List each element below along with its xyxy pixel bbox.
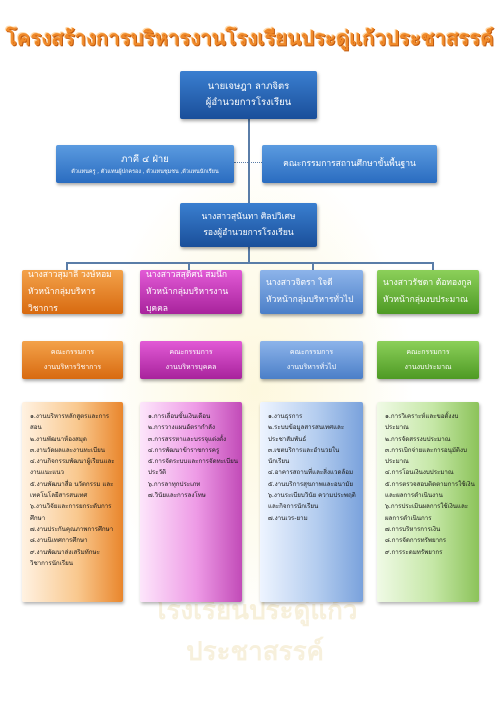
tasks-academic: ๑.งานบริหารหลักสูตรและการสอน ๒.งานพัฒนาห… [22,402,123,602]
dept-head-name: นางสาวสสุดิศน์ สมนึก [146,269,228,280]
committee-line2: งานงบประมาณ [404,363,452,371]
director-position: ผู้อำนวยการโรงเรียน [205,97,292,108]
task-item: ๓.งานวัดผลและงานทะเบียน [30,446,105,454]
task-item: ๕.การตรวจสอบติดตามการใช้เงินและผลการดำเน… [385,480,475,500]
task-item: ๖.งานระเบียบวินัย ความประพฤติและกิจการนั… [268,492,356,511]
committee-academic: คณะกรรมการ งานบริหารวิชาการ [22,341,123,379]
task-item: ๗.งานประกันคุณภาพการศึกษา [30,525,114,533]
deputy-box: นางสาวสุนันทา ศิลปวิเศษ รองผู้อำนวยการโร… [180,203,317,247]
dept-head-general: นางสาวจิตรา ใจดี หัวหน้ากลุ่มบริหารทั่วไ… [260,270,363,314]
task-item: ๑.งานธุรการ [268,413,303,420]
task-item: ๓.การเบิกจ่ายและการอนุมัติงบประมาณ [385,446,467,466]
network-title: ภาคี ๔ ฝ่าย [121,153,169,165]
network-members: ตัวแทนครู , ตัวแทนผู้ปกครอง , ตัวแทนชุมช… [71,168,219,175]
tasks-general: ๑.งานธุรการ ๒.ระบบข้อมูลสารสนเทศและประชา… [260,402,363,602]
connector-dept-1 [66,262,68,270]
task-item: ๔.งานกิจกรรมพัฒนาผู้เรียนและงานแนะแนว [30,458,115,477]
task-item: ๔.การโอนเงินงบประมาณ [385,469,454,477]
task-item: ๒.การจัดสรรงบประมาณ [385,435,451,443]
committee-line2: งานบริหารบุคคล [165,363,217,371]
dept-head-name: นางสาวรัชดา ต้อทองกูล [383,278,472,288]
dept-head-position: หัวหน้ากลุ่มงบประมาณ [383,295,468,305]
network-box: ภาคี ๔ ฝ่าย ตัวแทนครู , ตัวแทนผู้ปกครอง … [56,145,234,183]
task-item: ๕.งานบริการสุขภาพและอนามัย [268,480,354,488]
school-board-box: คณะกรรมการสถานศึกษาขั้นพื้นฐาน [262,145,437,183]
task-item: ๖.การประเมินผลการใช้เงินและผลการดำเนินกา… [385,503,469,522]
task-item: ๑.งานบริหารหลักสูตรและการสอน [30,413,110,432]
task-item: ๖.งานวิจัยและการยกระดับการศึกษา [30,503,112,522]
task-item: ๕.งานพัฒนาสื่อ นวัตกรรม และเทคโนโลยีสารส… [30,480,114,500]
connector-network-dotted [234,162,262,163]
dept-head-position: หัวหน้ากลุ่มบริหารวิชาการ [28,286,96,314]
tasks-personnel: ๑.การเลื่อนขั้นเงินเดือน ๒.การวางแผนอัตร… [140,402,242,602]
committee-personnel: คณะกรรมการ งานบริหารบุคคล [140,341,242,379]
deputy-name: นางสาวสุนันทา ศิลปวิเศษ [201,212,296,222]
task-item: ๓.การสรรหาและบรรจุแต่งตั้ง [148,435,227,443]
task-item: ๗.วินัยและการลงโทษ [148,492,206,500]
task-item: ๘.งานนิเทศการศึกษา [30,537,88,545]
dept-head-name: นางสาวจิตรา ใจดี [266,278,333,288]
deputy-position: รองผู้อำนวยการโรงเรียน [203,228,294,238]
committee-line2: งานบริหารทั่วไป [286,363,337,371]
page-title: โครงสร้างการบริหารงานโรงเรียนประดู่แก้วป… [6,26,494,50]
task-item: ๗.งานเวร-ยาม [268,514,308,522]
task-item: ๘.การจัดการทรัพยากร [385,537,447,545]
task-item: ๒.ระบบข้อมูลสารสนเทศและประชาสัมพันธ์ [268,424,345,443]
tasks-budget: ๑.การวิเคราะห์และขอตั้งงบประมาณ ๒.การจัด… [377,402,479,602]
connector-dept-3 [312,262,314,270]
task-item: ๖.การลาทุกประเภท [148,480,201,488]
watermark-text: โรงเรียนประดู่แก้วประชาสรรค์ [152,596,358,667]
connector-dept-2 [188,262,190,270]
committee-line1: คณะกรรมการ [289,348,334,356]
task-item: ๙.งานพัฒนาส่งเสริมทักษะวิชาการนักเรียน [30,548,100,567]
committee-general: คณะกรรมการ งานบริหารทั่วไป [260,341,363,379]
dept-head-personnel: นางสาวสสุดิศน์ สมนึก หัวหน้ากลุ่มบริหารง… [140,270,242,314]
connector-deputy-down [248,247,250,263]
task-item: ๒.งานพัฒนาห้องสมุด [30,435,87,443]
committee-budget: คณะกรรมการ งานงบประมาณ [377,341,479,379]
committee-line1: คณะกรรมการ [169,348,213,356]
connector-horizontal [66,262,434,264]
director-name: นายเจษฎา ลาภจิตร [207,81,290,92]
task-item: ๔.อาคารสถานที่และสิ่งแวดล้อม [268,469,354,477]
task-item: ๓.เชตบริการและอำนวยในนักเรียน [268,446,340,466]
task-item: ๗.การบริหารการเงิน [385,525,441,533]
task-item: ๑.การเลื่อนขั้นเงินเดือน [148,413,211,420]
committee-line1: คณะกรรมการ [406,348,450,356]
committee-line1: คณะกรรมการ [50,348,95,356]
dept-head-position: หัวหน้ากลุ่มบริหารงานบุคคล [146,286,229,314]
dept-head-academic: นางสาวสุมาลี วงษ์หอม หัวหน้ากลุ่มบริหารว… [22,270,123,314]
task-item: ๕.การจัดระบบและการจัดทะเบียนประวัติ [148,458,238,477]
task-item: ๙.การระดมทรัพยากร [385,548,443,556]
director-box: นายเจษฎา ลาภจิตร ผู้อำนวยการโรงเรียน [180,71,317,119]
task-item: ๒.การวางแผนอัตรากำลัง [148,424,215,432]
task-item: ๑.การวิเคราะห์และขอตั้งงบประมาณ [385,413,459,432]
school-board-label: คณะกรรมการสถานศึกษาขั้นพื้นฐาน [283,159,416,169]
task-item: ๔.การพัฒนาข้าราชการครู [148,446,220,454]
connector-director-down [248,119,250,203]
dept-head-budget: นางสาวรัชดา ต้อทองกูล หัวหน้ากลุ่มงบประม… [377,270,479,314]
dept-head-name: นางสาวสุมาลี วงษ์หอม [28,269,112,280]
dept-head-position: หัวหน้ากลุ่มบริหารทั่วไป [266,295,354,305]
connector-dept-4 [432,262,434,270]
committee-line2: งานบริหารวิชาการ [43,363,102,371]
